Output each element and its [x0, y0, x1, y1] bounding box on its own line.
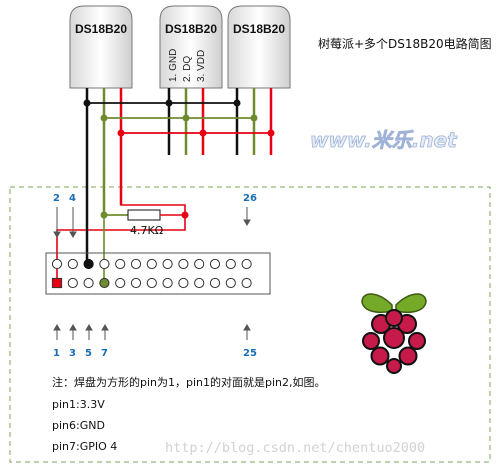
pin-label-2: 2 — [53, 193, 60, 204]
gpio-pin-25 — [241, 277, 252, 289]
sensor-1-label: DS18B20 — [75, 22, 127, 36]
gpio-pin-8 — [99, 258, 110, 270]
watermark-top: www.米乐.net — [310, 128, 458, 152]
sensor-3-label: DS18B20 — [233, 22, 285, 36]
gpio-pin-4 — [67, 258, 78, 270]
pin-label-4: 4 — [69, 193, 76, 204]
resistor: 4.7KΩ — [104, 209, 185, 237]
pin-arrow-head — [53, 231, 61, 238]
sensor-2-pin-gnd: 1. GND — [168, 49, 179, 82]
gpio-pins — [51, 258, 252, 289]
sensor-2-pin-dq: 2. DQ — [182, 56, 193, 82]
note-line-3: pin6:GND — [52, 419, 105, 432]
gpio-pin-19 — [194, 277, 205, 289]
note-line-2: pin1:3.3V — [52, 398, 105, 411]
gpio-pin-18 — [178, 258, 189, 270]
pin-arrow-head — [101, 324, 109, 331]
pin-arrow-head — [53, 324, 61, 331]
pin-label-3: 3 — [69, 348, 76, 359]
pin-arrow-head — [69, 231, 77, 238]
gpio-pin-15 — [162, 277, 173, 289]
watermark-bottom: http://blog.csdn.net/chentuo2000 — [165, 440, 425, 456]
gpio-header — [45, 252, 271, 295]
pin-label-25: 25 — [243, 348, 257, 359]
junction-vdd — [181, 211, 189, 219]
gpio-pin-2 — [51, 258, 63, 270]
gpio-pin-12 — [130, 258, 142, 270]
gpio-pin-14 — [146, 258, 157, 270]
board-outline — [9, 186, 491, 463]
gpio-pin-22 — [209, 258, 221, 270]
pin-label-5: 5 — [85, 348, 92, 359]
gpio-pin-17 — [178, 277, 189, 289]
gpio-pin-23 — [225, 277, 236, 289]
gpio-pin-9 — [115, 277, 126, 289]
gpio-pin-1 — [51, 277, 63, 289]
pin-arrow-head — [69, 324, 77, 331]
gpio-pin-3 — [67, 277, 78, 289]
resistor-label: 4.7KΩ — [130, 224, 163, 237]
gpio-pin-26 — [241, 258, 252, 270]
gpio-pin-20 — [194, 258, 205, 270]
pin-label-1: 1 — [53, 348, 60, 359]
pin-arrow-head — [85, 324, 93, 331]
gpio-pin-24 — [225, 258, 236, 270]
gpio-pin-16 — [162, 258, 173, 270]
gpio-pin-7 — [99, 277, 110, 289]
gpio-pin-6 — [83, 258, 94, 270]
pin-arrow-head — [243, 219, 251, 226]
sensor-2-label: DS18B20 — [165, 22, 217, 36]
gpio-pin-10 — [115, 258, 126, 270]
pin-arrow-head — [243, 324, 251, 331]
bus-junctions — [83, 99, 275, 137]
sensor-2: DS18B20 1. GND 2. DQ 3. VDD — [159, 5, 223, 89]
bus-wires — [87, 102, 271, 134]
pin-arrows — [53, 207, 251, 340]
note-line-4: pin7:GPIO 4 — [52, 440, 118, 453]
pin-label-26: 26 — [243, 193, 257, 204]
gpio-pin-11 — [130, 277, 142, 289]
diagram-title: 树莓派+多个DS18B20电路简图 — [318, 36, 492, 51]
gpio-pin-13 — [146, 277, 157, 289]
junction-dq — [100, 211, 108, 219]
gpio-pin-5 — [83, 277, 94, 289]
sensor-legs — [85, 88, 273, 265]
sensor-1: DS18B20 — [69, 5, 133, 89]
note-line-1: 注：焊盘为方形的pin为1，pin1的对面就是pin2,如图。 — [52, 376, 326, 389]
pin-label-7: 7 — [101, 348, 108, 359]
gpio-pin-21 — [209, 277, 221, 289]
raspberry-pi-logo-icon — [361, 293, 427, 374]
sensor-3: DS18B20 — [227, 5, 291, 89]
sensor-2-pin-vdd: 3. VDD — [196, 50, 207, 82]
